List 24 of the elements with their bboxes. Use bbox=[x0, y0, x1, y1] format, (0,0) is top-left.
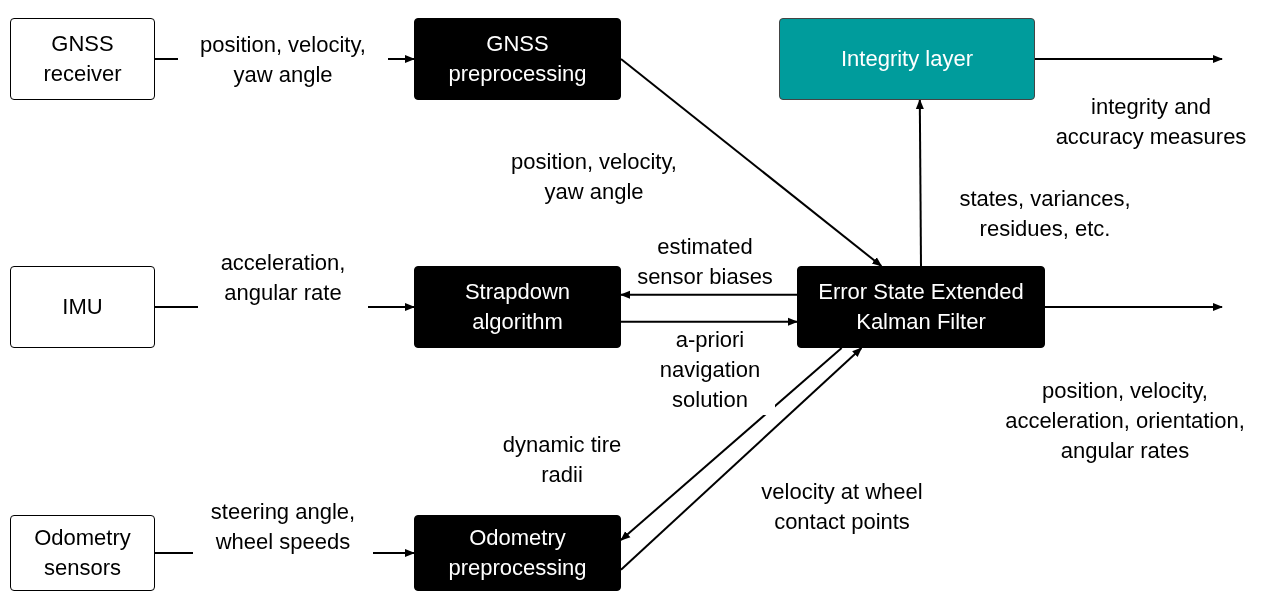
process-box bbox=[797, 266, 1045, 348]
box-label: GNSS preprocessing bbox=[447, 30, 588, 88]
process-box bbox=[10, 18, 155, 100]
process-box bbox=[414, 515, 621, 591]
arrow bbox=[620, 317, 798, 326]
box-label: Integrity layer bbox=[839, 45, 975, 73]
arrow bbox=[1044, 303, 1223, 311]
box-label: IMU bbox=[61, 293, 104, 321]
process-box bbox=[414, 266, 621, 348]
process-box bbox=[10, 266, 155, 348]
process-box bbox=[414, 18, 621, 100]
box-label: Error State Extended Kalman Filter bbox=[817, 278, 1025, 336]
arrow bbox=[620, 58, 883, 267]
box-label: Strapdown algorithm bbox=[463, 278, 572, 336]
arrow bbox=[915, 99, 924, 267]
box-label: GNSS receiver bbox=[42, 30, 123, 88]
box-label: Odometry sensors bbox=[33, 524, 132, 582]
box-label: Odometry preprocessing bbox=[447, 524, 588, 582]
arrow bbox=[620, 347, 863, 571]
arrow bbox=[620, 347, 843, 542]
arrow bbox=[1034, 55, 1223, 63]
process-box bbox=[10, 515, 155, 591]
process-box bbox=[779, 18, 1035, 100]
arrow bbox=[620, 290, 798, 299]
